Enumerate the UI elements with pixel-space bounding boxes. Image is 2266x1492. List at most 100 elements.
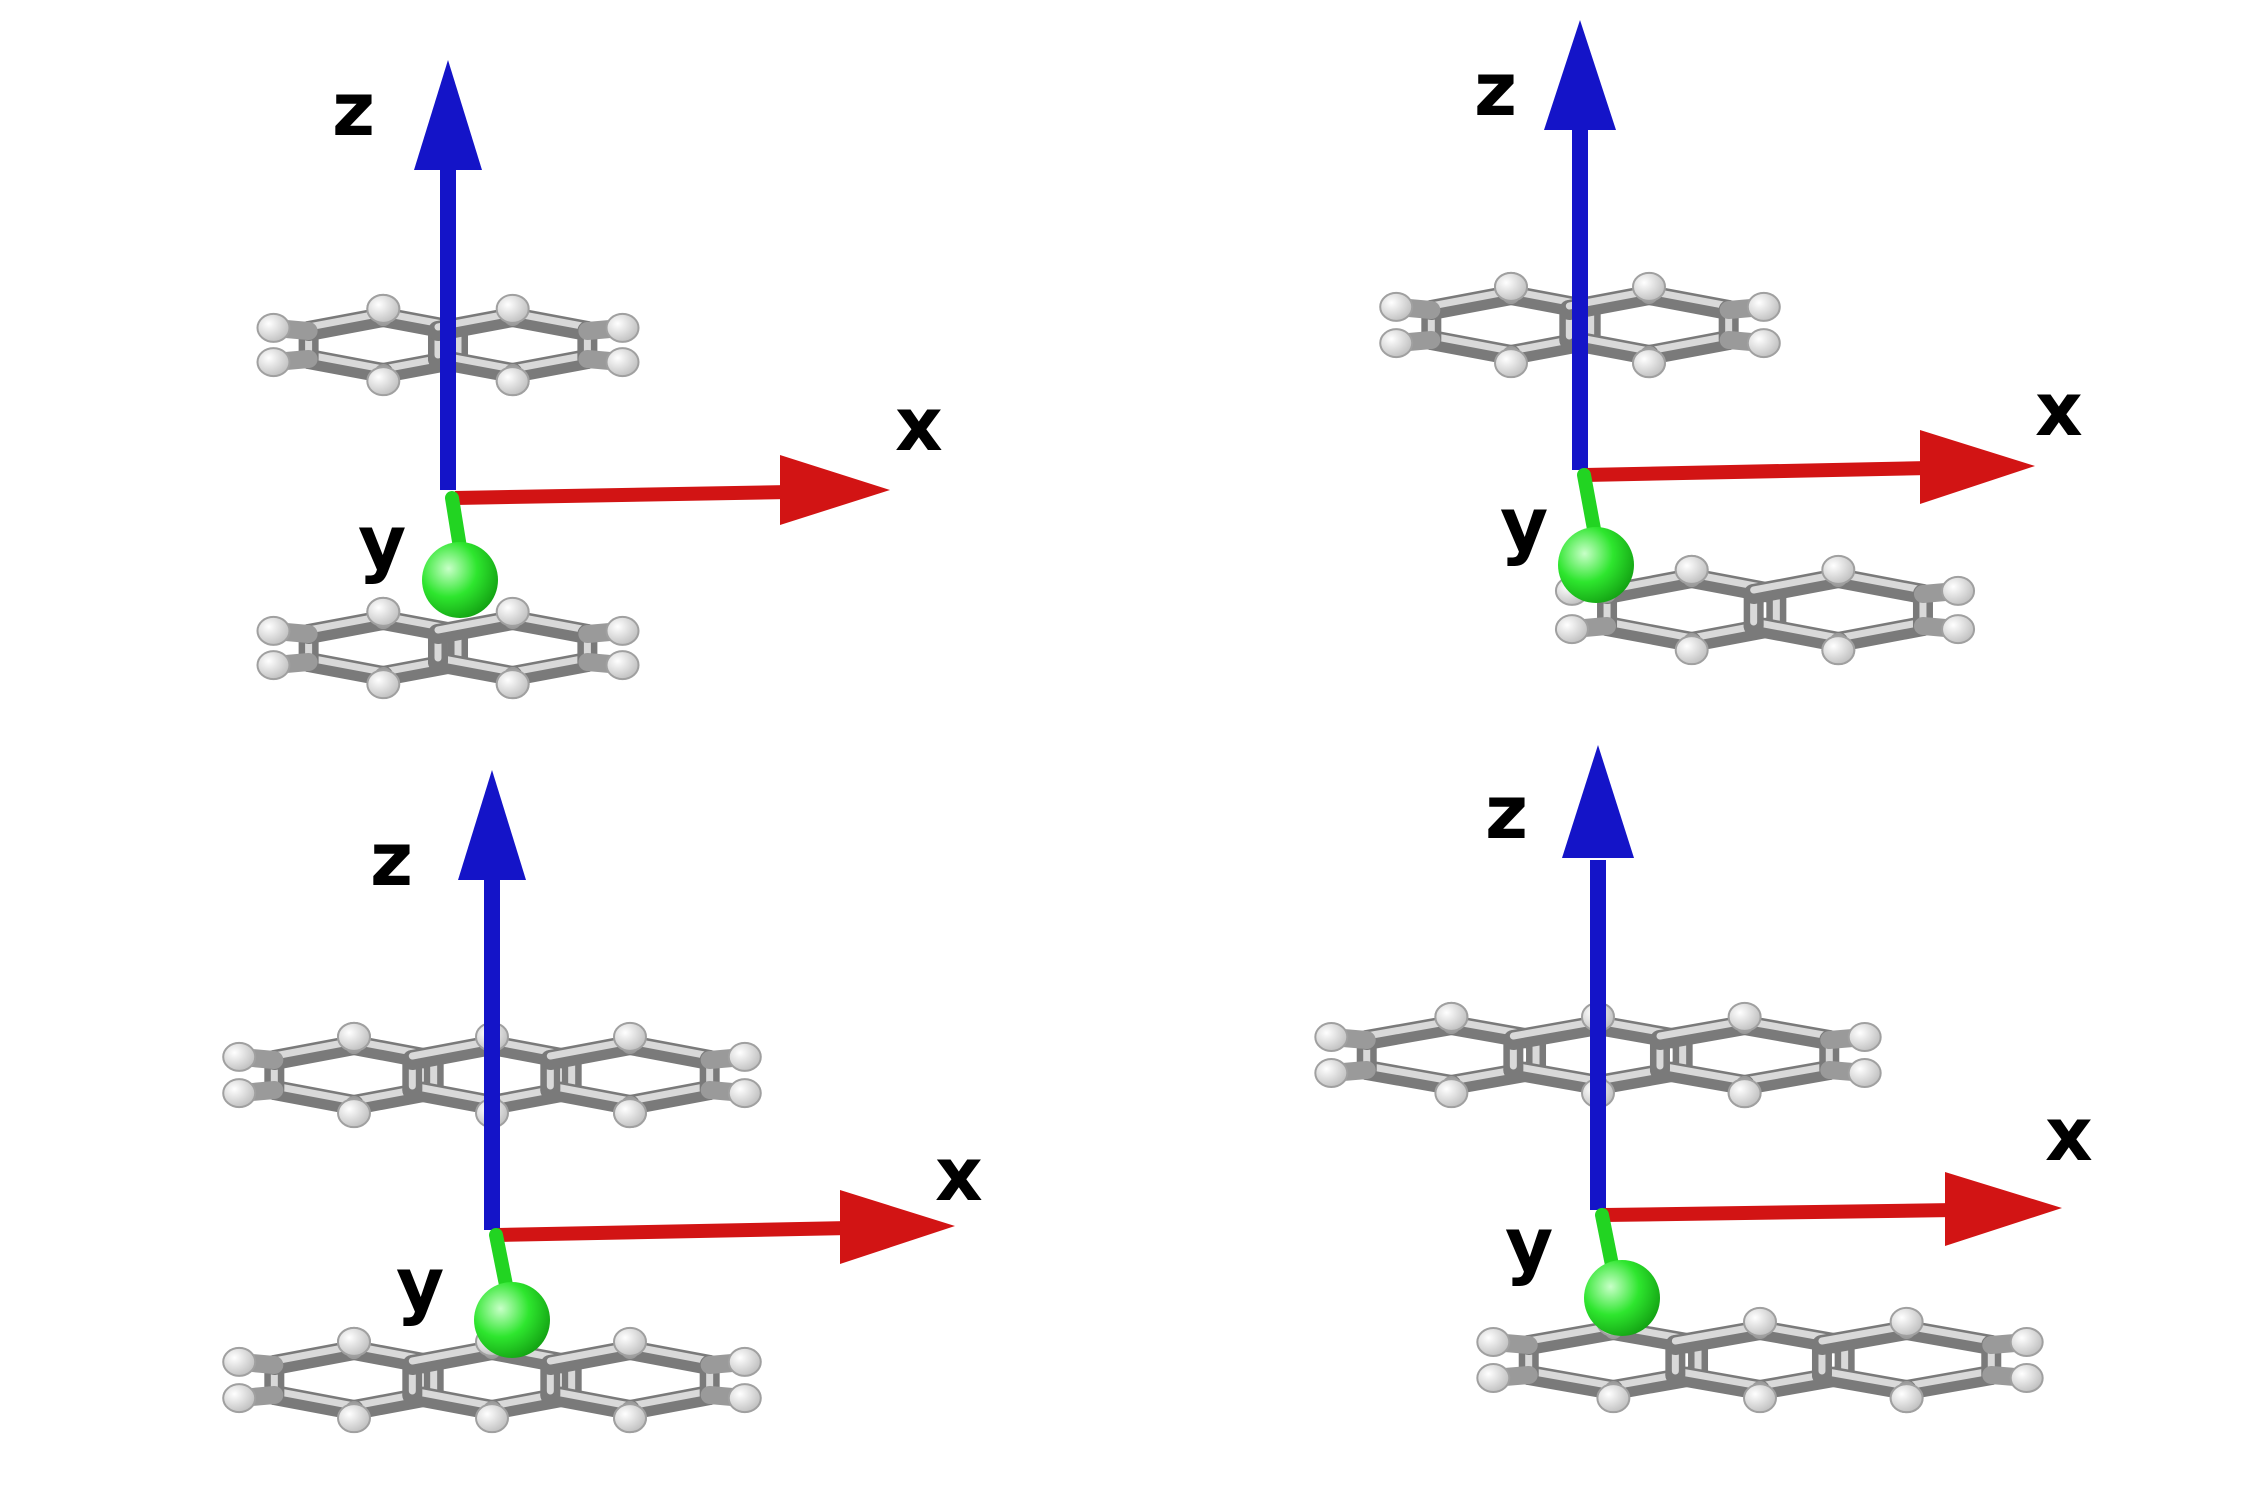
x-axis-arrowhead xyxy=(1945,1172,2062,1246)
carbon-bond-highlight xyxy=(408,1082,496,1105)
carbon-bond xyxy=(1503,1015,1608,1050)
x-axis-shaft xyxy=(1603,1203,1956,1222)
carbon-bond xyxy=(620,1035,720,1070)
z-axis-arrowhead xyxy=(1544,20,1616,130)
panel-top-left: z x y xyxy=(332,60,943,618)
z-axis-label: z xyxy=(1485,770,1528,856)
hydrogen-atom xyxy=(366,293,401,324)
carbon-bond xyxy=(1734,1015,1840,1050)
carbon-bond xyxy=(1421,285,1521,320)
hydrogen-atom xyxy=(495,596,530,627)
carbon-bond xyxy=(540,1385,640,1420)
carbon-bond xyxy=(427,652,523,686)
carbon-bond xyxy=(502,307,598,341)
hydrogen-atom xyxy=(727,1383,762,1414)
carbon-bond xyxy=(402,1080,502,1115)
hydrogen-atom xyxy=(2009,1327,2044,1358)
carbon-bond-highlight xyxy=(626,1082,714,1105)
x-axis-label: x xyxy=(2045,1092,2093,1178)
carbon-bond xyxy=(1665,1320,1770,1355)
carbon-bond xyxy=(1503,1060,1608,1095)
hydrogen-atom xyxy=(1494,271,1528,302)
carbon-bond-highlight xyxy=(1750,618,1842,642)
carbon-bond xyxy=(1828,616,1933,652)
carbon-bond xyxy=(298,652,394,686)
carbon-bond xyxy=(264,1340,364,1375)
y-axis-label: y xyxy=(1500,482,1548,568)
hydrogen-atom xyxy=(1434,1001,1469,1032)
x-axis-label: x xyxy=(895,382,943,468)
carbon-bond xyxy=(620,1385,720,1420)
y-axis-label: y xyxy=(358,500,406,586)
x-axis-arrowhead xyxy=(1920,430,2035,504)
y-axis-label: y xyxy=(1505,1202,1553,1288)
hydrogen-atom xyxy=(727,1078,762,1109)
z-axis-label: z xyxy=(1474,47,1517,133)
y-axis-ball xyxy=(1558,527,1634,603)
x-axis-arrowhead xyxy=(780,455,890,525)
hydrogen-atom xyxy=(1941,614,1976,645)
carbon-bond xyxy=(1811,1365,1917,1400)
panel-bottom-right: z x y xyxy=(1485,745,2093,1336)
carbon-bond-highlight xyxy=(1671,1367,1764,1390)
carbon-bond xyxy=(402,1035,502,1070)
carbon-bond xyxy=(1649,1015,1755,1050)
y-axis-ball xyxy=(422,542,498,618)
hydrogen-atom xyxy=(337,1021,371,1052)
y-axis-ball xyxy=(474,1282,550,1358)
carbon-bond xyxy=(620,1080,720,1115)
carbon-bond-highlight xyxy=(546,1082,634,1105)
z-axis-label: z xyxy=(370,817,413,903)
hydrogen-atom xyxy=(605,312,640,343)
lower-anthracene xyxy=(222,1326,762,1434)
hydrogen-atom xyxy=(1632,271,1666,302)
hydrogen-atom xyxy=(366,596,401,627)
hydrogen-atom xyxy=(1727,1078,1762,1109)
carbon-bond xyxy=(1518,1365,1624,1400)
hydrogen-atom xyxy=(1743,1383,1777,1414)
hydrogen-atom xyxy=(222,1041,257,1072)
hydrogen-atom xyxy=(1434,1078,1469,1109)
hydrogen-atom xyxy=(1821,635,1856,666)
hydrogen-atom xyxy=(1847,1022,1882,1053)
hydrogen-atom xyxy=(1889,1306,1924,1337)
upper-tetracene xyxy=(1314,1001,1882,1109)
hydrogen-atom xyxy=(727,1041,762,1072)
hydrogen-atom xyxy=(256,615,291,646)
hydrogen-atom xyxy=(1847,1057,1882,1088)
carbon-bond xyxy=(1356,1060,1462,1095)
y-axis-label: y xyxy=(396,1242,444,1328)
carbon-bond-highlight xyxy=(1834,618,1927,642)
hydrogen-atom xyxy=(1746,291,1781,322)
hydrogen-atom xyxy=(1674,635,1709,666)
hydrogen-atom xyxy=(1476,1362,1511,1393)
carbon-bond-highlight xyxy=(305,351,387,373)
hydrogen-atom xyxy=(1632,348,1666,379)
carbon-bond-highlight xyxy=(509,654,591,676)
x-axis-arrowhead xyxy=(840,1190,955,1264)
hydrogen-atom xyxy=(495,293,530,324)
carbon-bond xyxy=(540,1340,640,1375)
carbon-bond xyxy=(1518,1320,1624,1355)
hydrogen-atom xyxy=(337,1403,371,1434)
x-axis-shaft xyxy=(497,1221,851,1242)
hydrogen-atom xyxy=(2009,1362,2044,1393)
hydrogen-atom xyxy=(605,347,640,378)
carbon-bond-highlight xyxy=(1741,1062,1833,1085)
carbon-bond xyxy=(540,1035,640,1070)
z-axis-label: z xyxy=(332,67,375,153)
hydrogen-atom xyxy=(495,669,530,700)
lower-tetracene xyxy=(1476,1306,2044,1414)
carbon-bond xyxy=(298,610,394,644)
hydrogen-atom xyxy=(613,1098,647,1129)
hydrogen-atom xyxy=(1476,1327,1511,1358)
carbon-bond xyxy=(1639,285,1739,320)
x-axis-label: x xyxy=(935,1132,983,1218)
hydrogen-atom xyxy=(256,650,291,681)
x-axis-label: x xyxy=(2035,367,2083,453)
hydrogen-atom xyxy=(1743,1306,1777,1337)
carbon-bond xyxy=(1828,568,1933,604)
carbon-bond xyxy=(540,1080,640,1115)
hydrogen-atom xyxy=(337,1326,371,1357)
carbon-bond xyxy=(502,652,598,686)
